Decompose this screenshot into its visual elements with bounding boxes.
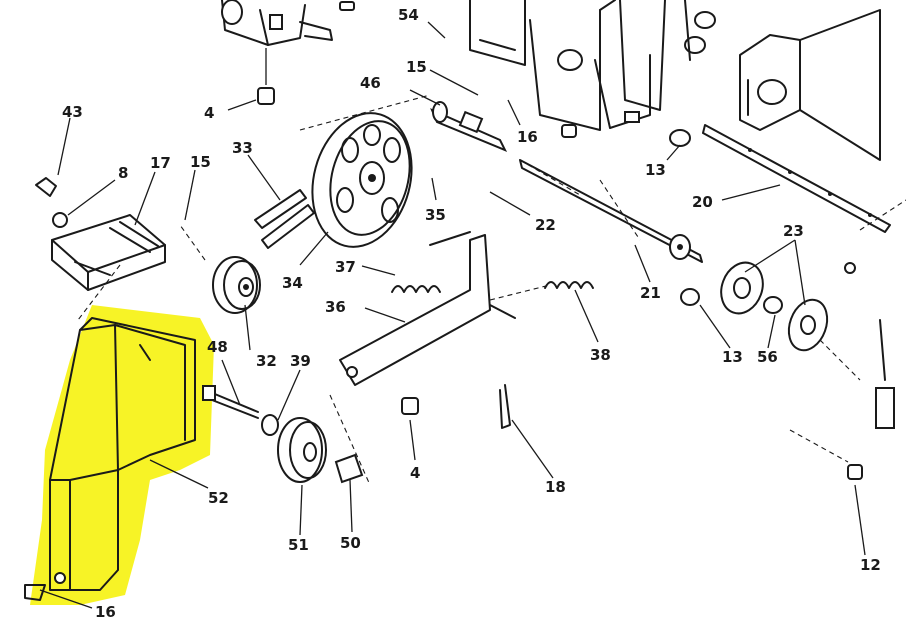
- callout-32: 32: [256, 352, 277, 370]
- callout-21: 21: [640, 284, 661, 302]
- leader-lines: [39, 21, 866, 609]
- callout-4: 4: [204, 104, 214, 122]
- spring-part: [391, 281, 594, 293]
- callout-51: 51: [288, 536, 309, 554]
- large-pulley-part: [311, 112, 413, 248]
- assembly-lines: [77, 179, 861, 486]
- callout-35: 35: [425, 206, 446, 224]
- callout-43: 43: [62, 103, 83, 121]
- callout-54: 54: [398, 6, 419, 24]
- small-pulley-part: [212, 256, 261, 314]
- callout-8: 8: [118, 164, 128, 182]
- callout-48: 48: [207, 338, 228, 356]
- callout-18: 18: [545, 478, 566, 496]
- callout-56: 56: [757, 348, 778, 366]
- callout-38: 38: [590, 346, 611, 364]
- hitch-pin-part: [24, 384, 511, 601]
- callout-50: 50: [340, 534, 361, 552]
- callout-13b: 13: [722, 348, 743, 366]
- gearbox-part: [221, 0, 355, 105]
- callout-15b: 15: [190, 153, 211, 171]
- callout-34: 34: [282, 274, 303, 292]
- callout-4b: 4: [410, 464, 420, 482]
- callout-36: 36: [325, 298, 346, 316]
- belt-guard-part: [49, 317, 196, 591]
- callout-16b: 16: [95, 603, 116, 621]
- bearing-flange-part: [680, 261, 895, 480]
- callout-13: 13: [645, 161, 666, 179]
- rail-part: [702, 124, 906, 233]
- callout-23: 23: [783, 222, 804, 240]
- key-part: [254, 189, 315, 249]
- callout-20: 20: [692, 193, 713, 211]
- highlight-region: [30, 305, 214, 605]
- callout-46: 46: [360, 74, 381, 92]
- callout-labels: 54 15 46 16 43 8 17 15 33 4 34 35 22 13 …: [62, 6, 881, 621]
- callout-22: 22: [535, 216, 556, 234]
- callout-15: 15: [406, 58, 427, 76]
- callout-12: 12: [860, 556, 881, 574]
- callout-52: 52: [208, 489, 229, 507]
- shaft-part: [299, 94, 581, 196]
- callout-16: 16: [517, 128, 538, 146]
- callout-33: 33: [232, 139, 253, 157]
- idler-pulley-part: [202, 385, 419, 484]
- callout-17: 17: [150, 154, 171, 172]
- callout-39: 39: [290, 352, 311, 370]
- frame-part: [469, 0, 881, 161]
- callout-37: 37: [335, 258, 356, 276]
- idler-arm-part: [339, 231, 516, 386]
- bracket-part: [35, 177, 166, 291]
- long-shaft-part: [519, 159, 703, 263]
